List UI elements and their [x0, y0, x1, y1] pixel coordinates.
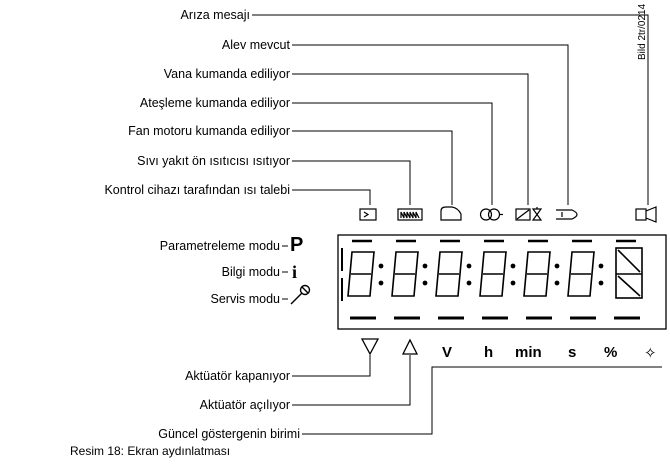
unit-percent: %: [604, 344, 618, 361]
label-valve-controlled: Vana kumanda ediliyor: [163, 67, 290, 81]
lcd-left-bar-bottom: [341, 278, 343, 301]
fan-motor-icon: [440, 206, 462, 221]
leader-actuator-opening: [292, 355, 411, 406]
ignition-icon: [479, 208, 503, 221]
digit-segments: [391, 251, 419, 297]
flame-icon: [556, 209, 578, 220]
leader-valve: [292, 73, 529, 205]
digit-dot: [422, 263, 428, 269]
digit-dot: [510, 263, 516, 269]
leader-fault: [252, 14, 649, 205]
preheater-icon: [397, 208, 423, 221]
parameter-mode-symbol: P: [290, 234, 304, 256]
leader-fan: [292, 130, 453, 205]
digit-dot: [554, 263, 560, 269]
lcd-frame: [337, 234, 667, 330]
unit-hour: h: [484, 344, 494, 361]
leader-unit: [302, 366, 662, 435]
label-actuator-closing: Aktüatör kapanıyor: [185, 369, 290, 383]
digit-segments: [347, 251, 375, 297]
digit-dot: [598, 280, 604, 286]
digit-dot: [466, 280, 472, 286]
digit-dot: [378, 263, 384, 269]
label-fault-message: Arıza mesajı: [180, 8, 250, 22]
leader-preheater: [292, 160, 411, 205]
label-oil-preheater: Sıvı yakıt ön ısıtıcısı ısıtıyor: [137, 154, 290, 168]
unit-minute: min: [515, 344, 542, 361]
label-parameter-mode: Parametreleme modu: [159, 239, 280, 253]
digit-dot: [422, 280, 428, 286]
figure-caption: Resim 18: Ekran aydınlatması: [70, 444, 231, 458]
digit-segments: [479, 251, 507, 297]
label-service-mode: Servis modu: [210, 292, 280, 306]
info-mode-symbol: i: [292, 262, 298, 282]
digit-segments: [567, 251, 595, 297]
label-heat-request: Kontrol cihazı tarafından ısı talebi: [104, 183, 290, 197]
digit-segments: [435, 251, 463, 297]
label-info-mode: Bilgi modu: [221, 265, 280, 279]
valve-icon: [515, 207, 543, 221]
digit-dot: [598, 263, 604, 269]
label-ignition-controlled: Ateşleme kumanda ediliyor: [139, 96, 290, 110]
wrench-icon: [290, 284, 311, 305]
unit-brightness: ✧: [644, 345, 657, 362]
label-flame-present: Alev mevcut: [221, 38, 290, 52]
unit-volt: V: [442, 344, 453, 361]
leader-actuator-closing: [292, 355, 371, 377]
digit-dot: [510, 280, 516, 286]
label-current-display-unit: Güncel göstergenin birimi: [158, 427, 300, 441]
digit-special: [615, 247, 643, 299]
leader-flame: [292, 44, 569, 205]
digit-special-diag: [617, 275, 641, 297]
actuator-closing-icon: [360, 338, 380, 356]
digit-dot: [554, 280, 560, 286]
leader-ignition: [292, 102, 493, 205]
digit-dot: [378, 280, 384, 286]
heat-request-icon: [359, 208, 377, 221]
digit-special-diag: [617, 249, 641, 273]
label-fan-motor-controlled: Fan motoru kumanda ediliyor: [128, 124, 290, 138]
actuator-opening-icon: [401, 338, 419, 355]
seven-segment-digits: [347, 239, 643, 320]
digit-segments: [523, 251, 551, 297]
unit-second: s: [568, 344, 577, 361]
digit-dot: [466, 263, 472, 269]
lcd-left-bar-top: [341, 248, 343, 271]
label-actuator-opening: Aktüatör açılıyor: [199, 398, 290, 412]
fault-icon: [635, 206, 657, 223]
leader-heat-request: [292, 189, 371, 205]
